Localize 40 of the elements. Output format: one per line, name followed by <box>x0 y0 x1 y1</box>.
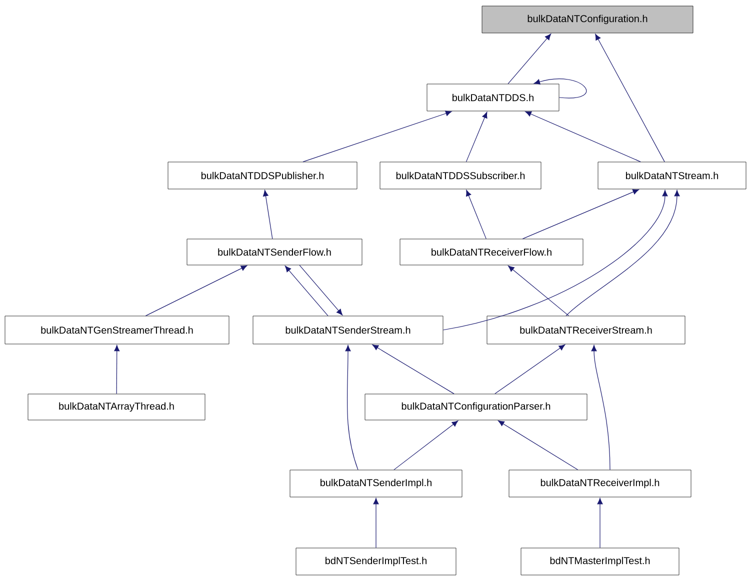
arrow <box>591 345 610 470</box>
arrow <box>525 111 641 162</box>
file-box: bulkDataNTDDSSubscriber.h <box>380 162 542 190</box>
file-box: bulkDataNTSenderStream.h <box>252 316 444 344</box>
arrow <box>373 498 379 548</box>
arrow <box>145 265 248 316</box>
arrow <box>534 78 587 98</box>
arrow <box>442 190 668 330</box>
arrow <box>508 34 552 84</box>
arrow <box>498 420 578 470</box>
file-box: bulkDataNTConfigurationParser.h <box>364 394 588 420</box>
file-box: bulkDataNTStream.h <box>598 162 746 190</box>
arrow <box>284 266 328 316</box>
arrow <box>508 266 570 316</box>
arrow <box>566 190 680 316</box>
arrow <box>302 110 452 162</box>
file-box: bulkDataNTReceiverFlow.h <box>400 238 584 266</box>
arrow <box>466 112 488 162</box>
file-box: bdNTSenderImplTest.h <box>296 548 456 576</box>
file-box: bulkDataNTGenStreamerThread.h <box>4 316 230 344</box>
arrow <box>466 190 486 240</box>
file-box: bulkDataNTDDS.h <box>426 84 560 112</box>
file-box: bulkDataNTSenderFlow.h <box>186 238 362 266</box>
arrow <box>299 264 343 316</box>
file-box: bulkDataNTReceiverStream.h <box>486 316 686 344</box>
arrow <box>522 189 639 240</box>
arrow <box>114 345 120 394</box>
arrow <box>262 190 273 240</box>
arrow <box>597 498 603 548</box>
file-box: bulkDataNTReceiverImpl.h <box>508 470 692 498</box>
file-box: bulkDataNTSenderImpl.h <box>290 470 462 498</box>
arrow <box>372 344 454 394</box>
file-box: bulkDataNTDDSPublisher.h <box>168 162 358 190</box>
arrow <box>345 345 358 470</box>
file-box: bulkDataNTArrayThread.h <box>28 394 206 420</box>
file-box: bdNTMasterImplTest.h <box>520 548 680 576</box>
arrow <box>394 420 458 470</box>
arrow <box>494 344 566 394</box>
arrow <box>595 34 665 162</box>
file-box: bulkDataNTConfiguration.h <box>482 6 694 34</box>
